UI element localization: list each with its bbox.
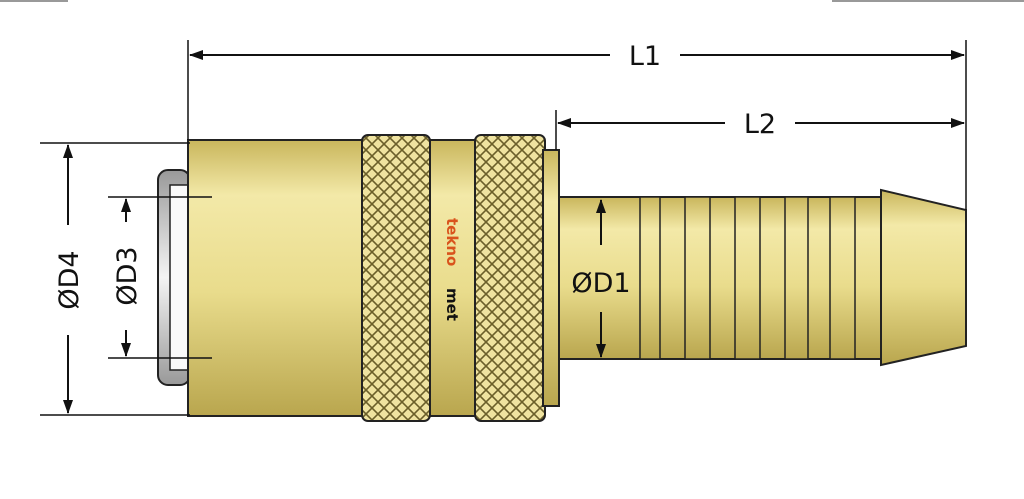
svg-text:met: met [443, 288, 461, 321]
logo-band [429, 139, 476, 417]
hose-barbs [639, 196, 856, 360]
brand-logo: tekno met [443, 218, 461, 321]
dimension-L2: L2 [557, 109, 965, 140]
coupling-body [187, 139, 367, 417]
top-left-bar [0, 0, 68, 2]
svg-text:L2: L2 [744, 109, 776, 140]
top-right-bar [832, 0, 1024, 2]
svg-text:L1: L1 [629, 41, 661, 72]
hose-stem [558, 196, 882, 360]
dimension-D3: ØD3 [112, 198, 143, 357]
svg-text:ØD3: ØD3 [112, 246, 143, 305]
dimension-L1: L1 [189, 41, 965, 72]
knurled-ring-right [474, 134, 546, 422]
coupling-part [157, 134, 967, 422]
svg-text:ØD1: ØD1 [571, 268, 630, 299]
stem-tip [880, 188, 967, 367]
knurled-ring-left [361, 134, 431, 422]
svg-text:ØD4: ØD4 [54, 250, 85, 309]
svg-text:tekno: tekno [443, 218, 461, 266]
dimension-D4: ØD4 [54, 144, 85, 414]
flange [542, 149, 560, 407]
extension-lines [40, 40, 967, 416]
dimension-D1: ØD1 [571, 199, 631, 358]
